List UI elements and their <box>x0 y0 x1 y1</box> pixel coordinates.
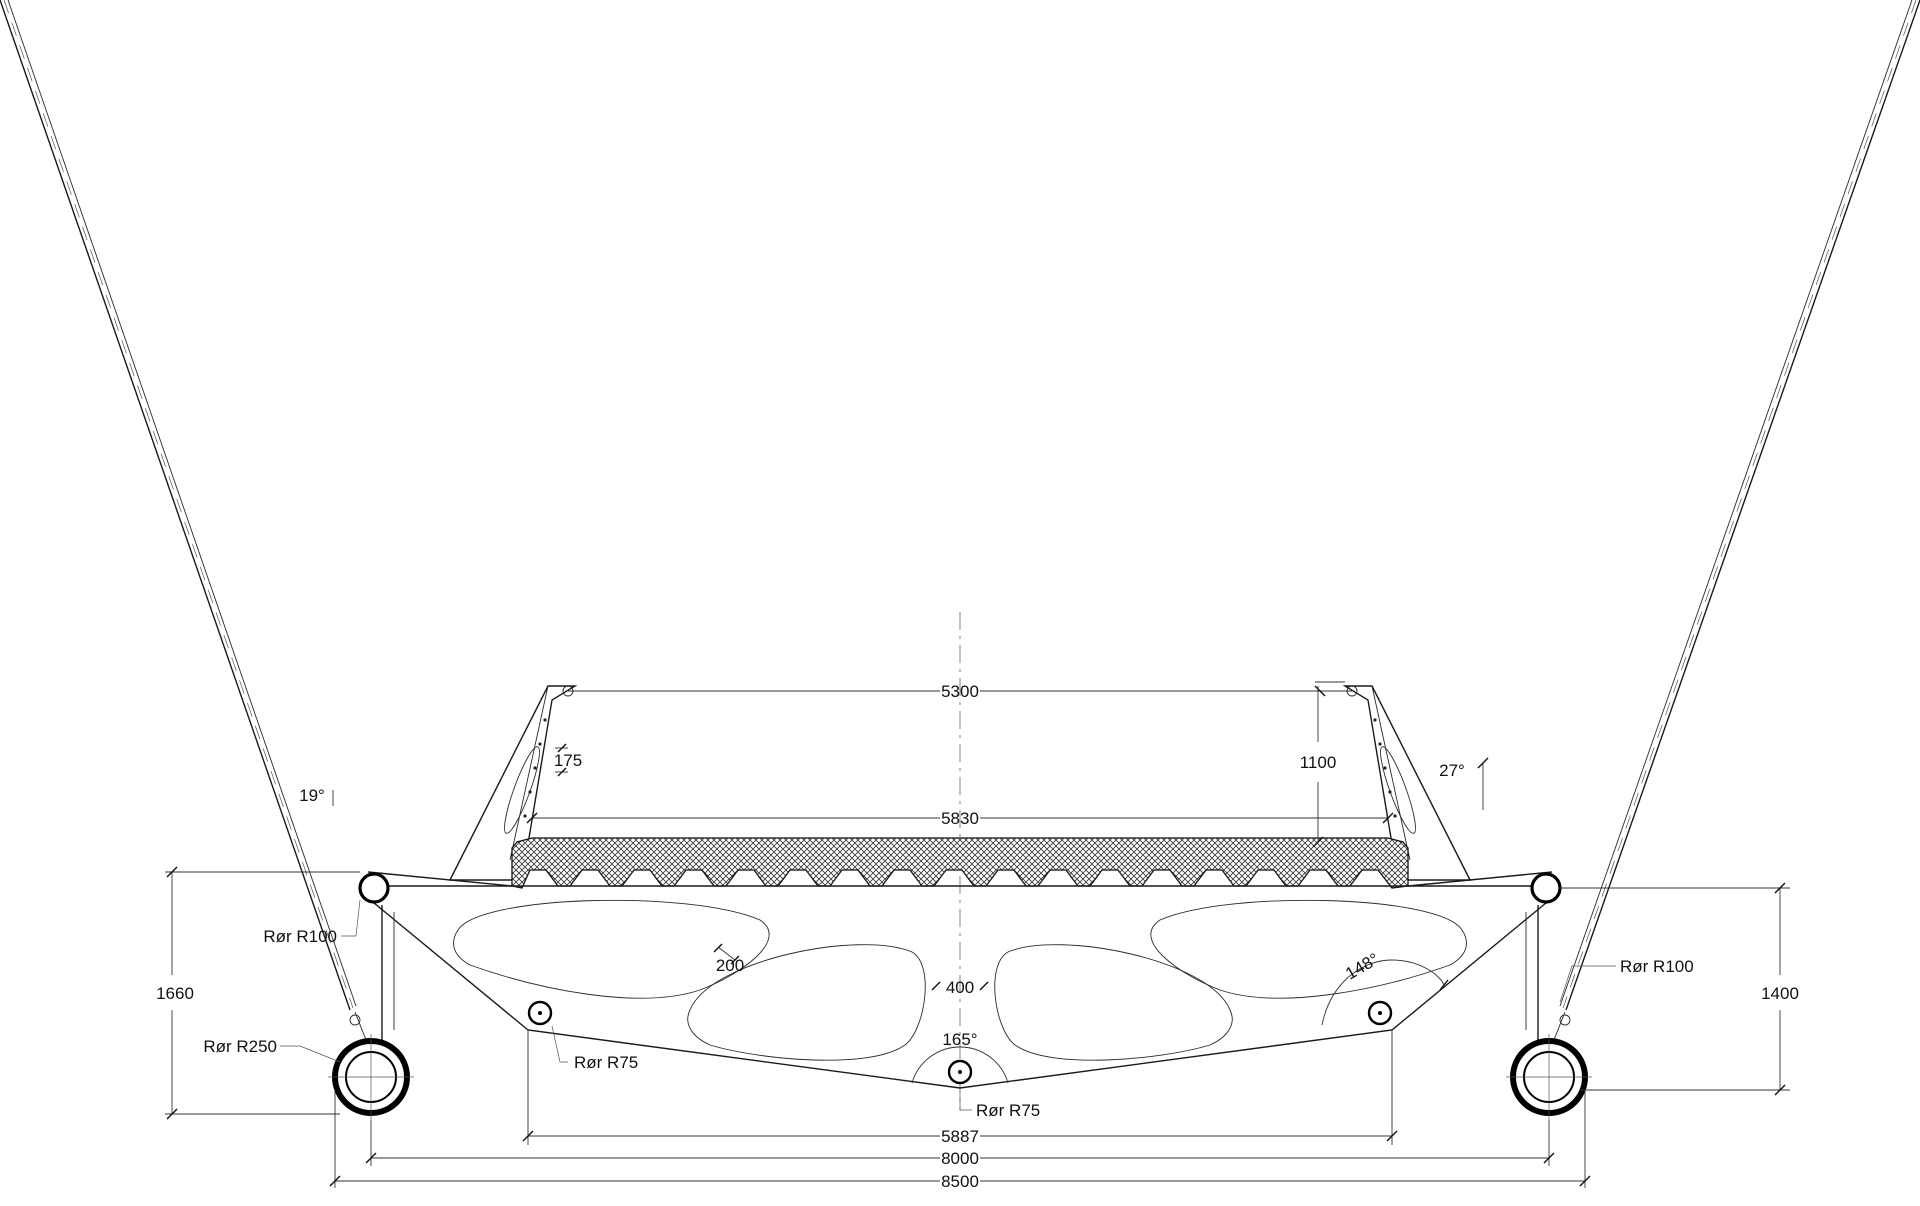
railing-left-balusters <box>523 718 547 818</box>
dim-wheel-span <box>365 1120 1555 1166</box>
leader-pipe-top-left <box>341 899 361 937</box>
dim-rail-height <box>1312 686 1324 848</box>
suspension-cable-right <box>1559 0 1920 1011</box>
dim-height-right <box>1560 882 1790 1096</box>
leader-hole-center <box>959 1090 972 1111</box>
angle-arc-truss-tick <box>1439 979 1449 991</box>
dim-center-web <box>931 981 989 991</box>
leader-pipe-top-right <box>1559 965 1616 1003</box>
label-angle-truss-right: 148° <box>1342 949 1382 983</box>
label-hole-center: Rør R75 <box>976 1101 1040 1120</box>
label-web-width: 200 <box>716 956 744 975</box>
label-rail-height: 1100 <box>1300 753 1337 772</box>
hole-r75-right <box>1367 1000 1393 1026</box>
dim-deck-span <box>526 812 1394 824</box>
girder-cutouts <box>453 899 1467 1061</box>
hole-r75-left <box>527 1000 553 1026</box>
leader-wheel-left <box>280 1045 341 1063</box>
label-wheel-span: 8000 <box>941 1149 979 1168</box>
dim-top-span <box>568 681 1352 697</box>
angle-arc-bottom <box>911 1046 1009 1084</box>
label-hole-left: Rør R75 <box>574 1053 638 1072</box>
label-angle-cable-left: 19° <box>299 786 325 805</box>
dim-lower-span <box>522 1030 1398 1145</box>
label-overall-span: 8500 <box>941 1172 979 1191</box>
pipe-r100-left <box>358 872 390 904</box>
wheel-left <box>328 1011 414 1120</box>
angle-arc-truss <box>1321 959 1445 1026</box>
dim-overall-span <box>329 1090 1591 1188</box>
label-wheel-left: Rør R250 <box>203 1037 277 1056</box>
label-pipe-top-left: Rør R100 <box>263 927 337 946</box>
dim-rail-spacing <box>555 743 568 777</box>
dim-height-left <box>165 866 360 1120</box>
label-deck-span: 5830 <box>941 809 979 828</box>
leader-hole-left <box>551 1025 568 1063</box>
label-angle-rail-right: 27° <box>1439 761 1465 780</box>
label-center-web: 400 <box>946 978 974 997</box>
label-height-right: 1400 <box>1761 984 1799 1003</box>
label-height-left: 1660 <box>156 984 194 1003</box>
suspension-cable-left <box>0 0 357 1011</box>
hole-r75-center <box>947 1059 973 1085</box>
girder-body <box>367 871 1553 1089</box>
dim-web-width <box>713 943 740 965</box>
pipe-r100-right <box>1530 872 1562 904</box>
label-pipe-top-right: Rør R100 <box>1620 957 1694 976</box>
label-lower-span: 5887 <box>941 1127 979 1146</box>
wheel-right <box>1506 1011 1592 1120</box>
angle-arc-rail-tick2 <box>1477 757 1489 769</box>
label-angle-bottom-center: 165° <box>942 1030 977 1049</box>
label-top-span: 5300 <box>941 682 979 701</box>
railing-right-balusters <box>1373 718 1397 818</box>
label-rail-spacing: 175 <box>554 751 582 770</box>
